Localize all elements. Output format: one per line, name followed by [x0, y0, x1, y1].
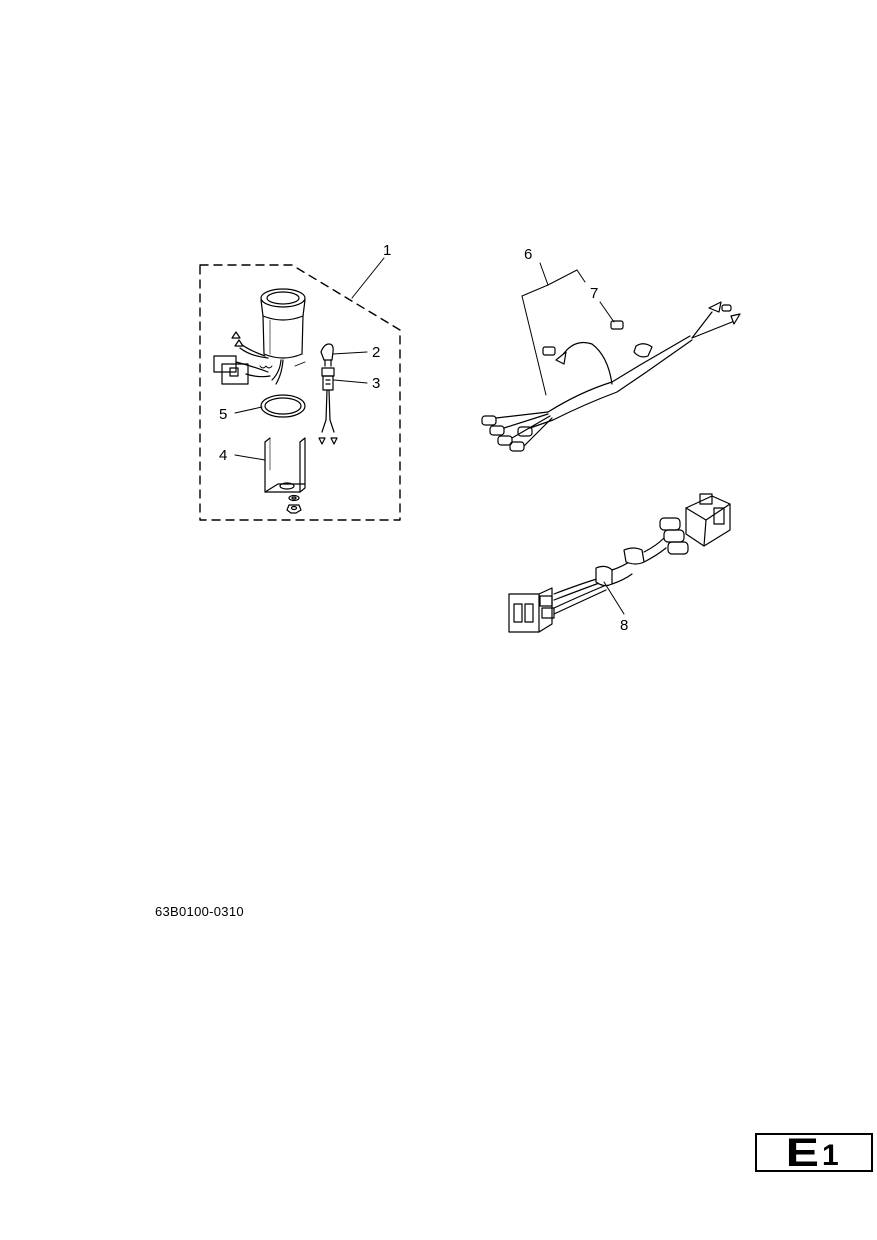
- o-ring: [260, 394, 306, 418]
- washer-nut: [286, 494, 302, 514]
- drawing-code: 63B0100-0310: [155, 904, 244, 919]
- bracket: [264, 437, 306, 493]
- leader-line-8: [603, 581, 625, 615]
- wiring-harness: [481, 301, 741, 452]
- callout-6: 6: [524, 246, 532, 263]
- callout-7: 7: [590, 285, 598, 302]
- callout-1: 1: [383, 242, 391, 259]
- leader-lines-left: [234, 257, 385, 461]
- page-label-letter: E: [785, 1130, 820, 1175]
- gauge-leads: [231, 331, 269, 359]
- assembly-boundary: [199, 264, 401, 521]
- leader-lines-right: [521, 262, 615, 396]
- bulb-socket: [318, 367, 338, 445]
- callout-4: 4: [219, 447, 227, 464]
- bulb: [294, 343, 334, 367]
- callout-8: 8: [620, 617, 628, 634]
- gauge-coupler: [213, 355, 273, 385]
- page-label-number: 1: [822, 1138, 839, 1172]
- gauge-meter: [260, 288, 306, 385]
- page-label: E 1: [755, 1130, 873, 1175]
- extension-harness: [508, 493, 731, 633]
- callout-3: 3: [372, 375, 380, 392]
- callout-5: 5: [219, 406, 227, 423]
- callout-2: 2: [372, 344, 380, 361]
